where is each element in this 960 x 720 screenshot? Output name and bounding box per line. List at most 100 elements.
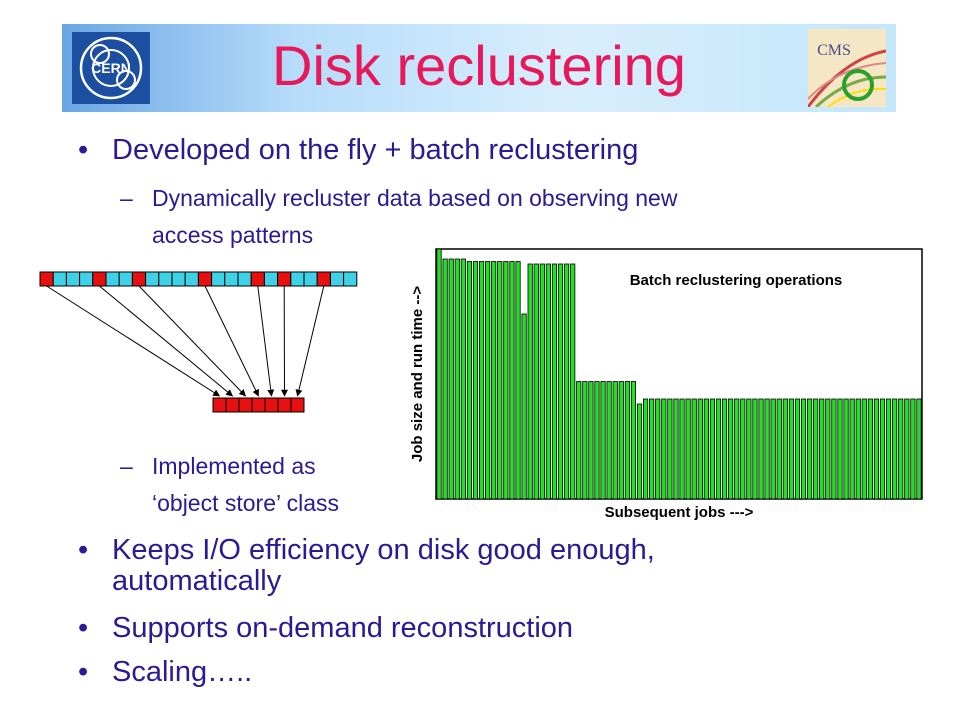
bullet-text: Scaling….. <box>112 656 253 688</box>
source-cell <box>145 271 160 287</box>
bar <box>594 381 600 500</box>
target-cell <box>251 397 266 413</box>
bullet-marker: • <box>78 656 89 688</box>
bar <box>764 398 770 500</box>
source-cell <box>39 271 54 287</box>
subbullet-line: ‘object store’ class <box>152 490 340 516</box>
job-size-chart: Job size and run time --> Subsequent jobs… <box>409 248 923 521</box>
source-cell <box>224 271 239 287</box>
bar <box>746 398 752 500</box>
bar <box>460 258 466 500</box>
source-cell <box>65 271 81 287</box>
bar <box>685 398 691 500</box>
bar <box>752 398 758 500</box>
bar <box>782 398 788 500</box>
bar <box>867 398 873 500</box>
source-cell <box>343 271 358 287</box>
bar <box>588 381 594 500</box>
bar <box>807 398 813 500</box>
bar <box>776 398 782 500</box>
bar <box>855 398 861 500</box>
bar <box>442 258 448 500</box>
bar <box>491 261 497 500</box>
reclustering-diagram <box>39 271 358 413</box>
source-cell <box>131 271 147 287</box>
bar <box>837 398 843 500</box>
bar <box>655 398 661 500</box>
cern-logo: CERN <box>72 32 150 104</box>
bar <box>582 381 588 500</box>
bar <box>873 398 880 500</box>
source-cell <box>290 271 305 287</box>
bar <box>636 403 643 500</box>
bar <box>849 398 855 500</box>
source-cell <box>118 271 133 287</box>
target-cell <box>277 397 292 413</box>
bar <box>715 398 722 500</box>
target-cell <box>290 397 305 413</box>
source-cell <box>197 271 213 287</box>
bar <box>892 398 898 500</box>
bar <box>703 398 709 500</box>
bar <box>466 261 473 500</box>
recluster-arrow <box>257 285 275 397</box>
bar <box>740 398 746 500</box>
bar <box>758 398 764 500</box>
bar <box>472 261 479 500</box>
bar <box>843 398 849 500</box>
bar <box>551 263 558 500</box>
bar <box>624 381 630 500</box>
source-cell <box>316 271 331 287</box>
bar <box>478 261 485 500</box>
subbullet-line: Dynamically recluster data based on obse… <box>152 185 678 211</box>
y-axis-label: Job size and run time --> <box>409 286 426 463</box>
source-cell <box>92 271 107 287</box>
bar <box>825 398 831 500</box>
source-cell <box>105 271 120 287</box>
cms-logo: CMS <box>808 29 886 107</box>
bar <box>606 381 612 500</box>
subbullet-line: access patterns <box>152 222 314 248</box>
source-cell <box>329 271 345 287</box>
bullet-marker: • <box>78 534 89 566</box>
subbullet-dash: – <box>120 453 133 479</box>
bar <box>697 398 703 500</box>
subbullet-line: Implemented as <box>152 453 316 479</box>
bar <box>454 258 460 500</box>
source-cell <box>250 271 265 287</box>
bar <box>630 381 637 500</box>
bar <box>509 261 515 500</box>
recluster-arrow <box>295 285 325 397</box>
bullet-text: automatically <box>112 565 282 597</box>
bar <box>661 398 667 500</box>
bar <box>898 398 904 500</box>
recluster-arrow <box>204 285 259 397</box>
source-cell <box>171 271 186 287</box>
bar <box>521 313 527 500</box>
bullet-text: Developed on the fly + batch reclusterin… <box>112 134 639 166</box>
bar <box>667 398 673 500</box>
x-axis-label: Subsequent jobs ---> <box>605 504 754 521</box>
bar <box>819 398 825 500</box>
bar <box>904 398 910 500</box>
bar <box>916 398 922 500</box>
recluster-arrow <box>99 285 234 397</box>
bar <box>448 258 454 500</box>
bar <box>770 398 776 500</box>
bar <box>734 398 740 500</box>
recluster-arrow <box>138 285 246 397</box>
bar <box>570 263 576 500</box>
target-cell <box>212 397 227 413</box>
bar <box>691 398 697 500</box>
bar <box>721 398 728 500</box>
source-cell <box>184 271 199 287</box>
slide-title: Disk reclustering <box>272 34 686 97</box>
bar <box>564 263 570 500</box>
bar <box>794 398 801 500</box>
bar <box>861 398 867 500</box>
bullet-text: Supports on-demand reconstruction <box>112 612 574 644</box>
bar <box>600 381 606 500</box>
title-bar: CERN Disk reclustering CMS <box>62 24 896 112</box>
source-cell <box>52 271 67 287</box>
bar <box>910 398 916 500</box>
